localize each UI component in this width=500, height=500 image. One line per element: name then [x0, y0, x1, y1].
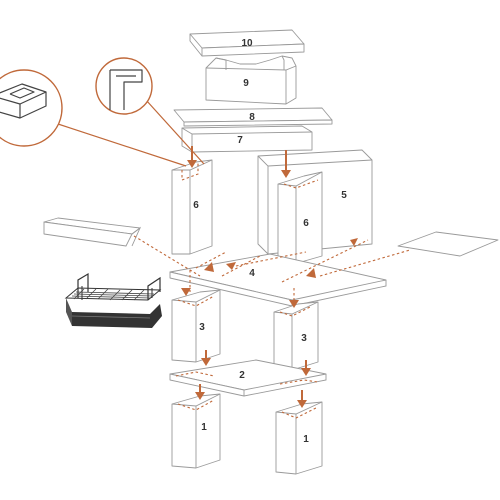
grill-grate-icon	[64, 272, 162, 328]
arrow-down-icon	[297, 390, 307, 408]
part-label-1-left: 1	[201, 422, 207, 433]
part-7-lintel: 7	[181, 125, 313, 153]
side-shelf-panel	[43, 217, 142, 247]
arrow-down-icon	[281, 150, 291, 178]
part-2-slab: 2	[169, 359, 327, 397]
arrow-head-icon	[204, 262, 214, 272]
arrow-down-icon	[289, 300, 299, 308]
detail-leaders	[57, 99, 205, 167]
part-label-1-right: 1	[303, 434, 309, 445]
part-6-right-pillar: 6	[277, 171, 323, 265]
assembly-arrows	[181, 146, 358, 408]
arrow-down-icon	[187, 146, 197, 168]
arrow-head-icon	[306, 268, 316, 278]
part-label-5: 5	[341, 190, 347, 201]
part-3-right-block: 3	[273, 301, 319, 371]
part-10-cap: 10	[189, 29, 305, 57]
arrow-down-icon	[181, 288, 191, 296]
part-1-left-base: 1	[171, 393, 221, 469]
flat-panel-right	[397, 231, 499, 257]
corner-detail-circle-icon	[95, 57, 153, 115]
part-label-4: 4	[249, 268, 255, 279]
part-6-left-pillar: 6	[171, 159, 213, 255]
part-label-3-right: 3	[301, 333, 307, 344]
arrow-down-icon	[201, 350, 211, 366]
part-label-6-right: 6	[303, 218, 309, 229]
joint-detail-circle-icon	[0, 69, 63, 147]
arrow-down-icon	[301, 360, 311, 376]
part-label-10: 10	[241, 38, 253, 49]
part-label-3-left: 3	[199, 322, 205, 333]
part-1-right-base: 1	[275, 401, 323, 475]
part-label-2: 2	[239, 370, 245, 381]
placement-guides	[133, 235, 411, 306]
part-9-chimney: 9	[205, 55, 297, 105]
part-8-slab: 8	[173, 107, 333, 127]
arrow-head-icon	[226, 262, 236, 270]
part-label-9: 9	[243, 78, 249, 89]
arrow-head-icon	[350, 238, 358, 246]
part-3-left-block: 3	[171, 289, 221, 363]
part-label-7: 7	[237, 135, 243, 146]
part-label-8: 8	[249, 112, 255, 123]
arrow-down-icon	[195, 384, 205, 400]
part-label-6-left: 6	[193, 200, 199, 211]
